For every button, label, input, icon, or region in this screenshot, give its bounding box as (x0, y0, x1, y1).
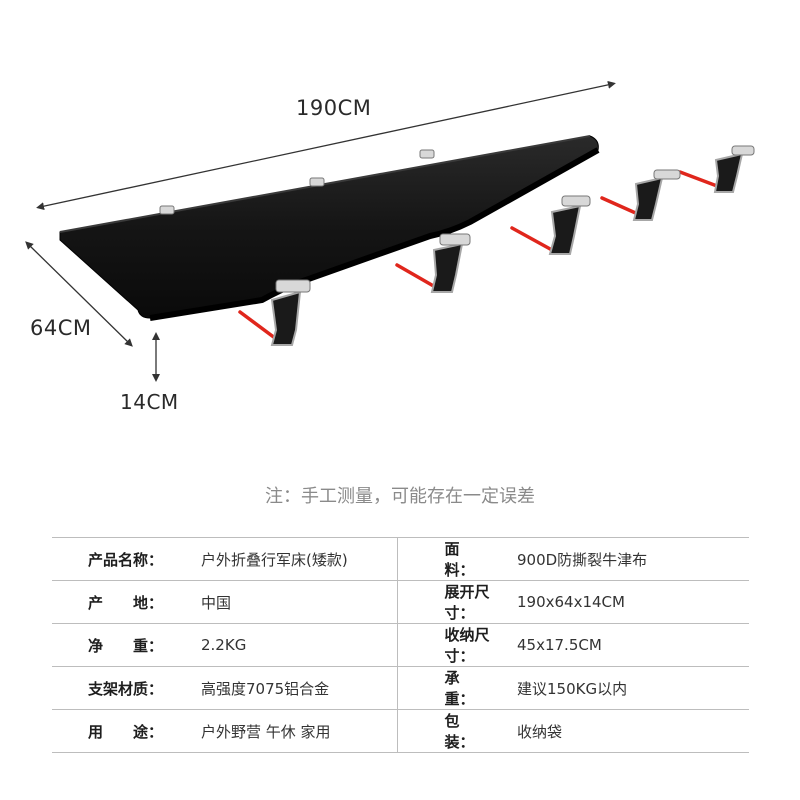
table-row: 净 重： 2.2KG 收纳尺寸： 45x17.5CM (52, 623, 749, 667)
cot-fabric (59, 135, 599, 319)
spec-value: 户外野营 午休 家用 (191, 709, 398, 753)
spec-key: 收纳尺寸： (397, 623, 517, 667)
spec-key: 包 装： (397, 709, 517, 753)
spec-table: 产品名称： 户外折叠行军床(矮款) 面 料： 900D防撕裂牛津布 产 地： 中… (52, 537, 749, 753)
spec-key: 支架材质： (52, 666, 191, 710)
measurement-note: 注：手工测量，可能存在一定误差 (265, 486, 535, 507)
width-arrow (25, 241, 133, 347)
spec-key: 产 地： (52, 580, 191, 624)
table-row: 支架材质： 高强度7075铝合金 承 重： 建议150KG以内 (52, 666, 749, 710)
table-row: 产 地： 中国 展开尺寸： 190x64x14CM (52, 580, 749, 624)
spec-value: 建议150KG以内 (517, 666, 749, 710)
spec-value: 45x17.5CM (517, 623, 749, 667)
frame-brackets (159, 145, 755, 293)
spec-value: 户外折叠行军床(矮款) (191, 537, 398, 581)
spec-value: 高强度7075铝合金 (191, 666, 398, 710)
camping-cot-illustration (25, 80, 755, 382)
spec-key: 净 重： (52, 623, 191, 667)
spec-value: 2.2KG (191, 623, 398, 667)
spec-value: 收纳袋 (517, 709, 749, 753)
spec-key: 产品名称： (52, 537, 191, 581)
spec-value: 190x64x14CM (517, 580, 749, 624)
height-label: 14CM (120, 390, 179, 414)
spec-key: 用 途： (52, 709, 191, 753)
table-row: 产品名称： 户外折叠行军床(矮款) 面 料： 900D防撕裂牛津布 (52, 537, 749, 581)
width-label: 64CM (30, 316, 92, 340)
spec-value: 中国 (191, 580, 398, 624)
spec-key: 承 重： (397, 666, 517, 710)
table-row: 用 途： 户外野营 午休 家用 包 装： 收纳袋 (52, 709, 749, 753)
length-label: 190CM (296, 96, 372, 120)
length-arrow (36, 80, 616, 211)
spec-key: 面 料： (397, 537, 517, 581)
product-figure: 190CM 64CM 14CM (25, 80, 755, 414)
spec-key: 展开尺寸： (397, 580, 517, 624)
spec-value: 900D防撕裂牛津布 (517, 537, 749, 581)
